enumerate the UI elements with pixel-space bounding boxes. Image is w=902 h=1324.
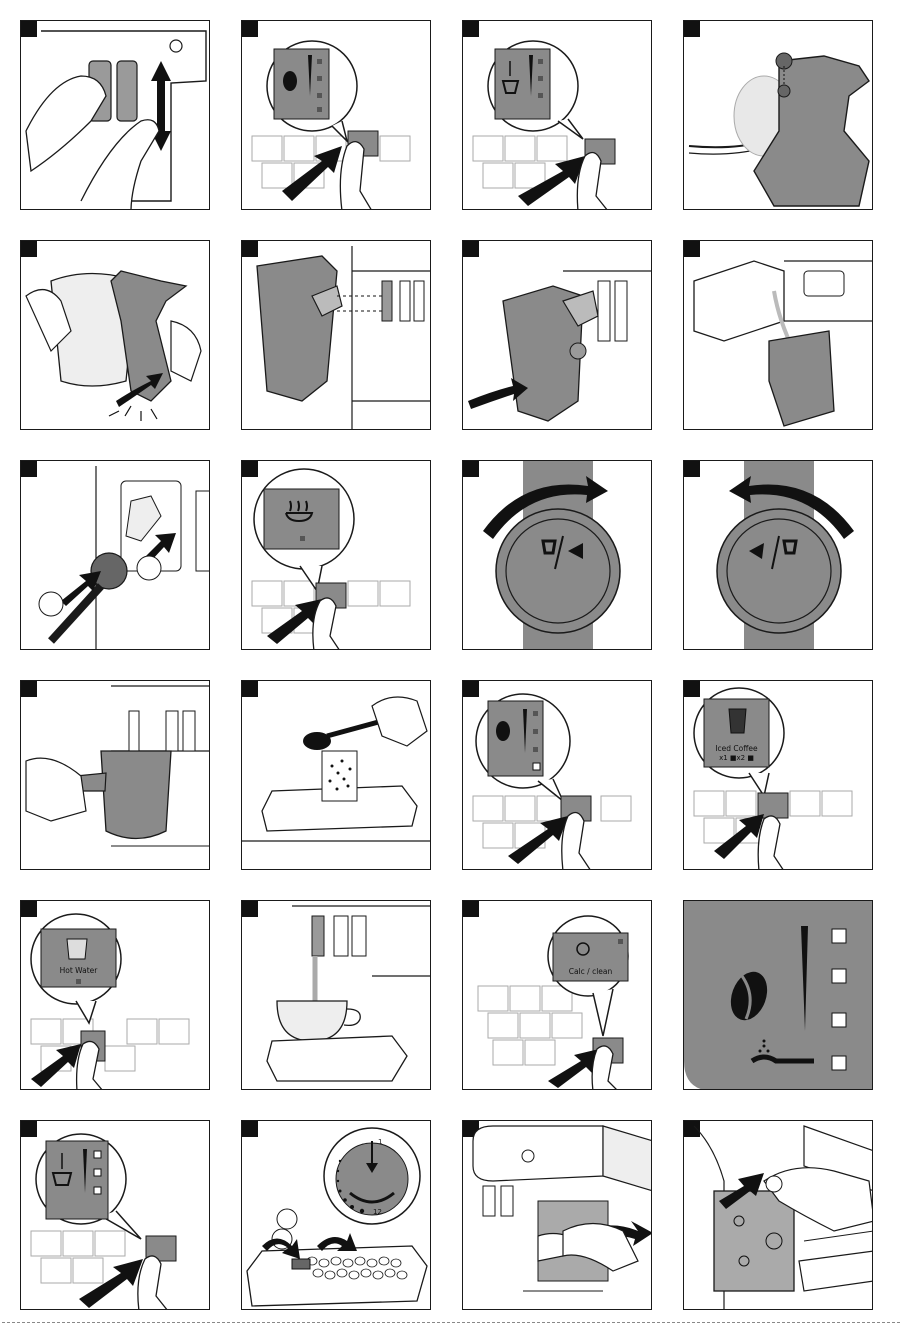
step-panel-20 bbox=[683, 900, 873, 1090]
grinder-dial-bottom-number: 12 bbox=[373, 1208, 382, 1216]
step-panel-4 bbox=[683, 20, 873, 210]
step-panel-7 bbox=[462, 240, 652, 430]
step-panel-22: 1 12 bbox=[241, 1120, 431, 1310]
illustration-press-hot-water bbox=[21, 901, 210, 1090]
illustration-press-iced-coffee bbox=[684, 681, 873, 870]
step-panel-23 bbox=[462, 1120, 652, 1310]
step-panel-9 bbox=[20, 460, 210, 650]
page-bottom-rule bbox=[2, 1322, 900, 1323]
grinder-dial-top-number: 1 bbox=[378, 1138, 382, 1146]
illustration-press-strength-button bbox=[242, 21, 431, 210]
step-panel-16: Iced Coffee x1 ■x2 ■ bbox=[683, 680, 873, 870]
illustration-milk-tube bbox=[684, 21, 873, 210]
step-panel-2 bbox=[241, 20, 431, 210]
step-panel-12 bbox=[683, 460, 873, 650]
iced-coffee-label: Iced Coffee bbox=[704, 744, 769, 753]
illustration-strength-display-closeup bbox=[684, 901, 873, 1090]
illustration-pour-milk bbox=[684, 241, 873, 430]
illustration-press-volume-button-2 bbox=[21, 1121, 210, 1310]
illustration-dispense-hot-water bbox=[242, 901, 431, 1090]
step-panel-10 bbox=[241, 460, 431, 650]
step-panel-5 bbox=[20, 240, 210, 430]
step-panel-8 bbox=[683, 240, 873, 430]
illustration-knob-rotate-left bbox=[684, 461, 873, 650]
step-panel-13 bbox=[20, 680, 210, 870]
step-panel-17: Hot Water bbox=[20, 900, 210, 1090]
illustration-remove-brew-group bbox=[684, 1121, 873, 1310]
illustration-adjust-grinder bbox=[242, 1121, 431, 1310]
step-panel-3 bbox=[462, 20, 652, 210]
illustration-clean-milk-parts bbox=[21, 461, 210, 650]
step-panel-18 bbox=[241, 900, 431, 1090]
illustration-detach-milk-jug bbox=[21, 241, 210, 430]
iced-coffee-quantity-label: x1 ■x2 ■ bbox=[704, 754, 769, 762]
step-panel-19: Calc / clean bbox=[462, 900, 652, 1090]
illustration-add-ground-coffee bbox=[242, 681, 431, 870]
calc-clean-label: Calc / clean bbox=[553, 967, 628, 976]
step-panel-1 bbox=[20, 20, 210, 210]
step-panel-11 bbox=[462, 460, 652, 650]
hot-water-label: Hot Water bbox=[41, 966, 116, 975]
illustration-attach-milk-jug bbox=[242, 241, 431, 430]
illustration-press-calc-clean bbox=[463, 901, 652, 1090]
illustration-adjust-spout bbox=[21, 21, 210, 210]
illustration-knob-rotate-right bbox=[463, 461, 652, 650]
illustration-rotate-milk-jug bbox=[463, 241, 652, 430]
illustration-froth-milk bbox=[21, 681, 210, 870]
step-panel-21 bbox=[20, 1120, 210, 1310]
illustration-press-volume-button bbox=[463, 21, 652, 210]
illustration-open-service-door bbox=[463, 1121, 652, 1310]
step-panel-14 bbox=[241, 680, 431, 870]
step-panel-6 bbox=[241, 240, 431, 430]
step-panel-15 bbox=[462, 680, 652, 870]
illustration-press-steam-button bbox=[242, 461, 431, 650]
illustration-press-strength-button-2 bbox=[463, 681, 652, 870]
step-panel-24 bbox=[683, 1120, 873, 1310]
